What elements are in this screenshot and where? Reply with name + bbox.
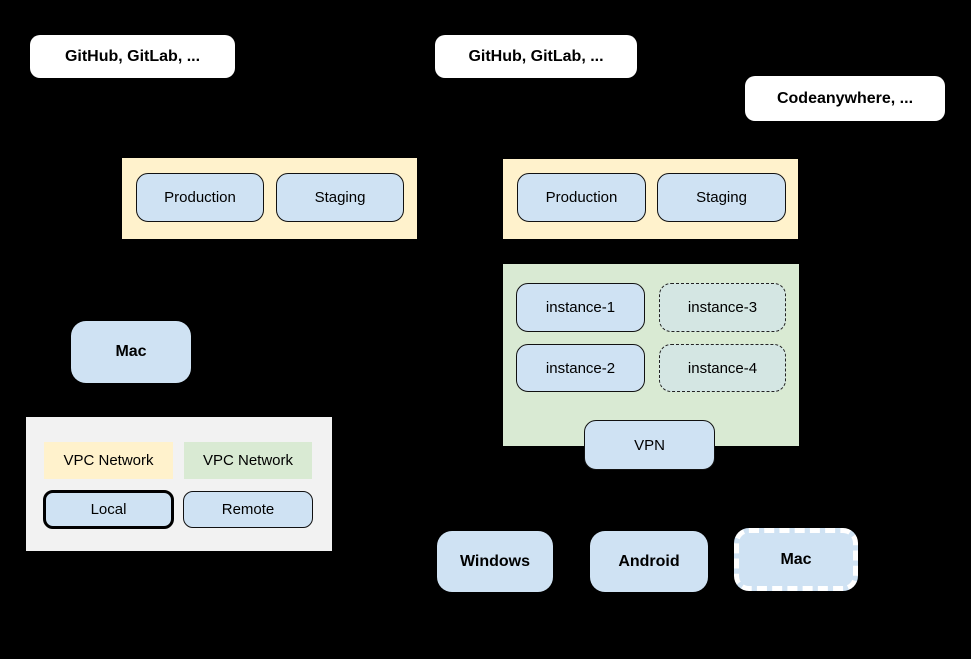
node-instance-3: instance-3: [659, 283, 786, 332]
legend: VPC Network VPC Network Local Remote: [26, 417, 332, 551]
node-instance-4: instance-4: [659, 344, 786, 392]
legend-vpc-network-remote: VPC Network: [184, 442, 312, 479]
node-codeanywhere: Codeanywhere, ...: [745, 76, 945, 121]
legend-vpc-network-local: VPC Network: [44, 442, 173, 479]
node-production-right: Production: [517, 173, 646, 222]
node-github-right: GitHub, GitLab, ...: [435, 35, 637, 78]
node-production-left: Production: [136, 173, 264, 222]
node-instance-2: instance-2: [516, 344, 645, 392]
node-mac-local: Mac: [71, 321, 191, 383]
node-staging-right: Staging: [657, 173, 786, 222]
node-mac-remote: Mac: [734, 528, 858, 591]
legend-local: Local: [43, 490, 174, 529]
node-instance-1: instance-1: [516, 283, 645, 332]
legend-remote: Remote: [183, 491, 313, 528]
node-github-left: GitHub, GitLab, ...: [30, 35, 235, 78]
node-staging-left: Staging: [276, 173, 404, 222]
node-android: Android: [590, 531, 708, 592]
node-vpn: VPN: [584, 420, 715, 470]
node-windows: Windows: [437, 531, 553, 592]
